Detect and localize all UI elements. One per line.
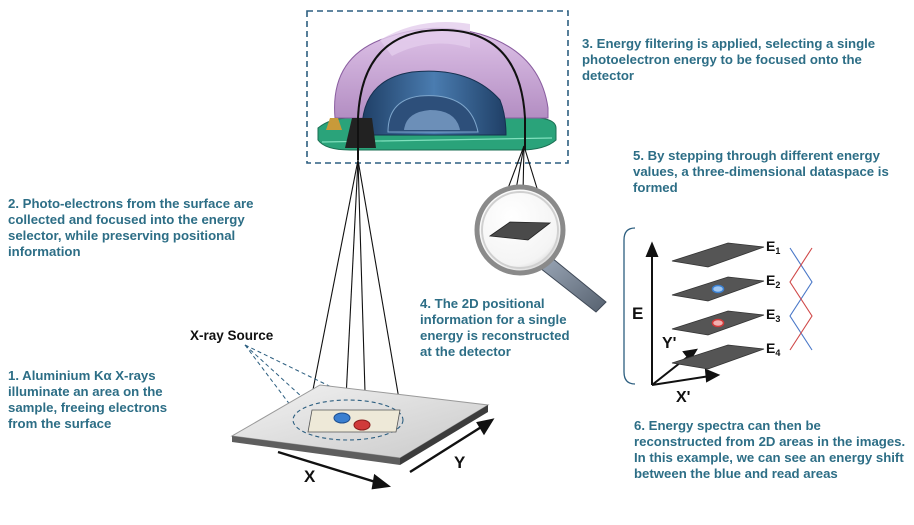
energy-layer: E3 [671,306,780,336]
blue-spot [711,284,725,294]
sample-axes [277,418,495,490]
layer-label: E2 [766,272,780,290]
axis-y-label: Y' [662,335,676,352]
energy-analyzer [317,22,557,160]
analyzer-frame [306,10,569,164]
energy-layer: E2 [671,272,780,302]
step-1: 1. Aluminium Kα X-rays illuminate an are… [8,368,168,431]
layer-plane [671,242,765,268]
sample-y-label: Y [454,453,466,472]
step-5: 5. By stepping through different energy … [633,148,889,195]
step-3: 3. Energy filtering is applied, selectin… [582,36,876,83]
xray-source-label: X-ray Source [190,328,274,343]
red-spot [711,318,725,328]
detector-plane [488,221,552,241]
energy-layer: E1 [671,238,780,268]
dataspace-bracket [623,227,636,385]
energy-spectra [789,247,813,351]
step-6: 6. Energy spectra can then be reconstruc… [634,418,906,481]
step-4: 4. The 2D positional information for a s… [420,296,570,359]
layer-label: E3 [766,306,780,324]
step-2: 2. Photo-electrons from the surface are … [8,196,254,259]
electron-cone [309,159,401,426]
axis-x-label: X' [676,389,690,406]
layer-label: E4 [766,340,780,358]
illuminated-area [292,399,404,441]
red-area [353,419,371,431]
magnifier-icon [474,184,607,313]
axis-e-label: E [632,304,643,323]
layer-plane [671,344,765,370]
layer-label: E1 [766,238,780,256]
sample [230,384,490,465]
xray-beam [244,344,396,429]
blue-area [333,412,351,424]
sample-x-label: X [304,467,316,486]
red-spectrum [789,247,813,351]
